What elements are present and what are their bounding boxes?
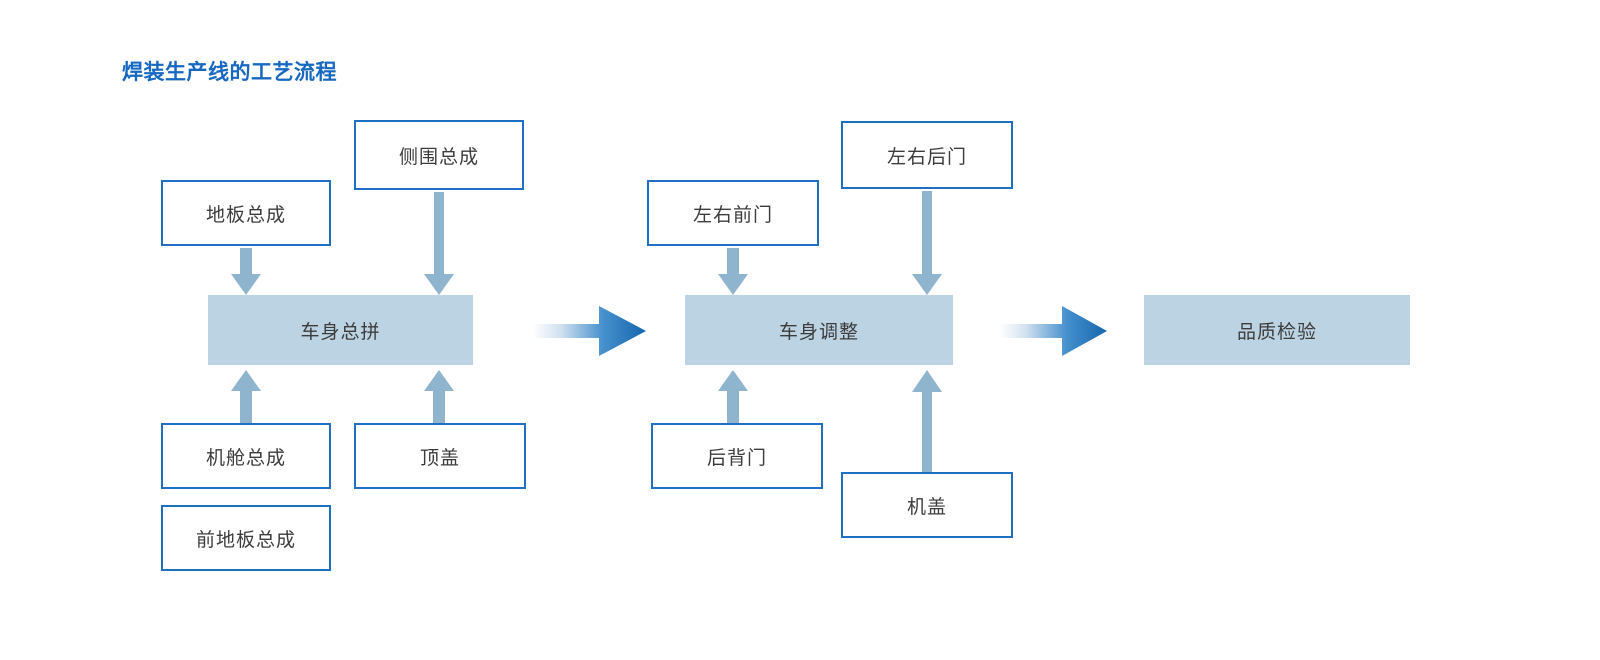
- node-engine-bay-assembly[interactable]: 机舱总成: [161, 423, 331, 489]
- node-label: 左右后门: [886, 146, 967, 168]
- node-label: 品质检验: [1236, 321, 1317, 343]
- arrow-hood-to-body-adjustment: [912, 370, 942, 473]
- node-label: 左右前门: [692, 204, 773, 226]
- node-front-doors[interactable]: 左右前门: [647, 180, 819, 246]
- arrow-engine-bay-assembly-to-body-framing: [231, 370, 261, 423]
- node-quality-inspection[interactable]: 品质检验: [1144, 295, 1410, 365]
- arrow-side-panel-assembly-to-body-framing: [424, 192, 454, 295]
- node-roof-panel[interactable]: 顶盖: [354, 423, 526, 489]
- page-title: 焊装生产线的工艺流程: [122, 61, 337, 84]
- node-tailgate[interactable]: 后背门: [651, 423, 823, 489]
- node-label: 侧围总成: [398, 146, 479, 168]
- node-label: 后背门: [706, 447, 767, 469]
- arrow-rear-doors-to-body-adjustment: [912, 191, 942, 295]
- node-side-panel-assembly[interactable]: 侧围总成: [354, 120, 524, 190]
- node-label: 前地板总成: [195, 529, 296, 551]
- arrow-tailgate-to-body-adjustment: [718, 370, 748, 423]
- node-floor-assembly[interactable]: 地板总成: [161, 180, 331, 246]
- node-label: 车身调整: [778, 321, 859, 343]
- node-hood[interactable]: 机盖: [841, 472, 1013, 538]
- connector-arrow-stage1-to-stage2: [533, 306, 646, 356]
- arrow-roof-panel-to-body-framing: [424, 370, 454, 423]
- connector-arrow-stage2-to-stage3: [1000, 306, 1107, 356]
- arrow-front-doors-to-body-adjustment: [718, 248, 748, 295]
- node-body-adjustment[interactable]: 车身调整: [685, 295, 953, 365]
- node-body-framing[interactable]: 车身总拼: [208, 295, 473, 365]
- node-rear-doors[interactable]: 左右后门: [841, 121, 1013, 189]
- node-label: 顶盖: [419, 447, 460, 469]
- arrow-floor-assembly-to-body-framing: [231, 248, 261, 295]
- node-label: 机盖: [906, 496, 947, 518]
- node-front-floor-assembly[interactable]: 前地板总成: [161, 505, 331, 571]
- node-label: 地板总成: [205, 204, 286, 226]
- node-label: 车身总拼: [300, 321, 381, 343]
- node-label: 机舱总成: [205, 447, 286, 469]
